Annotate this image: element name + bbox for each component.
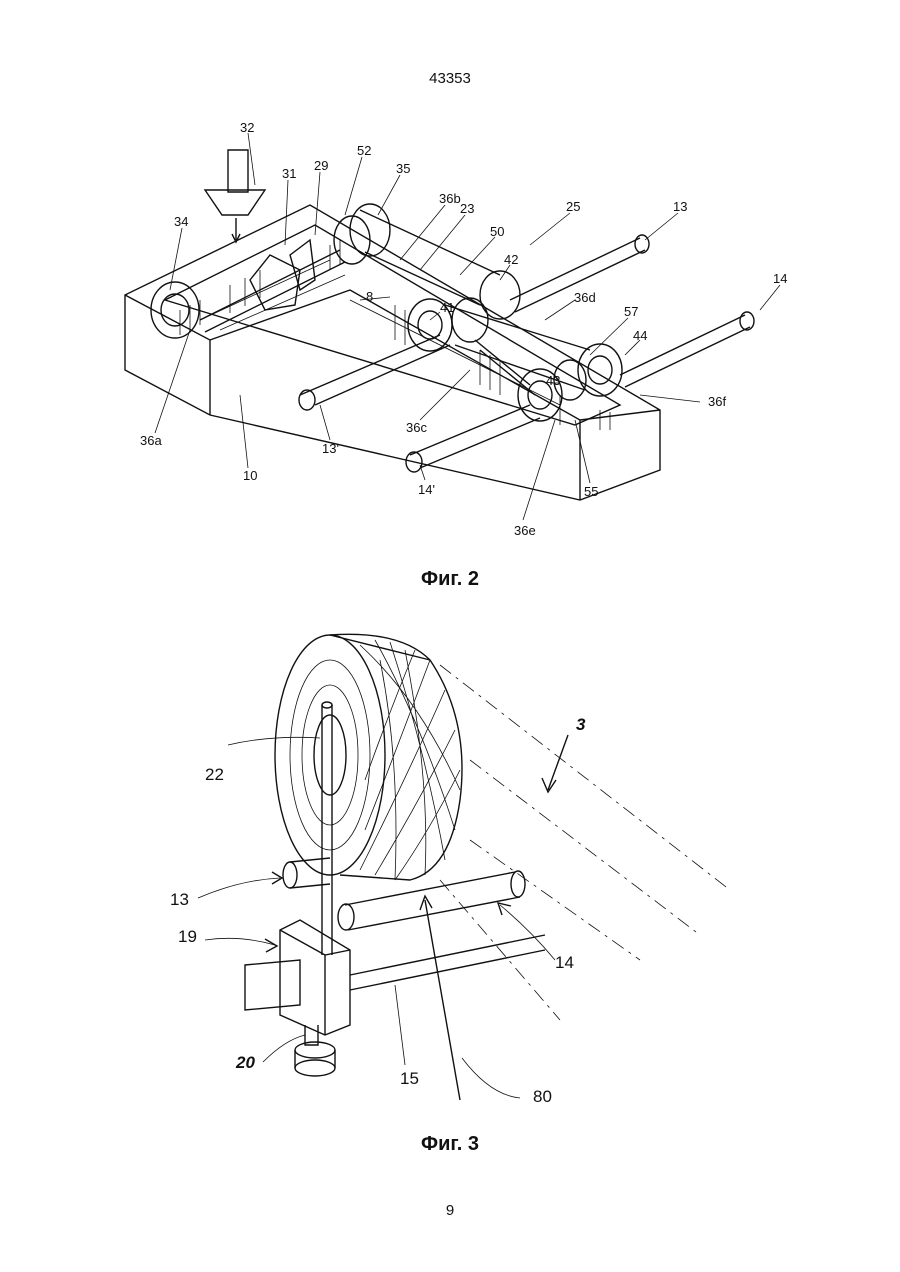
label-22: 22 [205, 765, 224, 784]
label-14: 14 [555, 953, 574, 972]
page-number: 9 [0, 1202, 900, 1219]
label-19: 19 [178, 927, 197, 946]
label-15: 15 [400, 1069, 419, 1088]
reference-arrow-80 [420, 896, 520, 1100]
label-3: 3 [576, 715, 586, 734]
label-20: 20 [235, 1053, 255, 1072]
figure-3-caption: Фиг. 3 [0, 1133, 900, 1156]
label-13: 13 [170, 890, 189, 909]
label-80: 80 [533, 1087, 552, 1106]
tire [275, 634, 462, 880]
tread-crosshatch [360, 640, 460, 880]
rollers-13-14 [283, 858, 525, 930]
figure-3-labels: 3 22 13 19 14 20 15 80 [170, 715, 586, 1106]
